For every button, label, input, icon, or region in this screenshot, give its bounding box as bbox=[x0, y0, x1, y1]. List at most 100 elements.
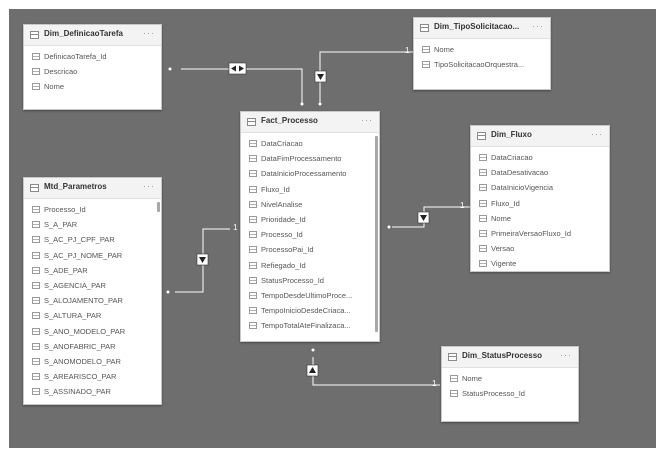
field-row[interactable]: Nome bbox=[442, 371, 578, 386]
field-row[interactable]: StatusProcesso_Id bbox=[241, 273, 379, 288]
table-title: Dim_StatusProcesso bbox=[462, 351, 543, 360]
table-title: Dim_Fluxo bbox=[491, 130, 532, 139]
scrollbar[interactable] bbox=[375, 136, 378, 332]
field-name: StatusProcesso_Id bbox=[261, 275, 324, 285]
field-row[interactable]: S_ADE_PAR bbox=[24, 263, 161, 278]
field-icon bbox=[450, 390, 458, 398]
crossfilter-down-icon-fluxo bbox=[417, 211, 430, 224]
field-name: PrimeiraVersaoFluxo_Id bbox=[491, 228, 572, 238]
field-row[interactable]: DataInicioProcessamento bbox=[241, 166, 379, 181]
table-card-mtd-parametros[interactable]: Mtd_Parametros ··· Processo_Id S_A_PAR S… bbox=[23, 177, 162, 405]
field-icon bbox=[249, 200, 257, 208]
table-card-dim-status-processo[interactable]: Dim_StatusProcesso ··· Nome StatusProces… bbox=[441, 346, 579, 422]
field-row[interactable]: Refiegado_Id bbox=[241, 258, 379, 273]
relationship-line-definicao-tarefa bbox=[181, 68, 303, 104]
field-row[interactable]: S_AGENCIA_PAR bbox=[24, 278, 161, 293]
field-name: TempoDesdeUltimoProce... bbox=[261, 290, 353, 300]
table-header[interactable]: Dim_DefinicaoTarefa ··· bbox=[24, 25, 161, 46]
field-row[interactable]: Descricao bbox=[24, 64, 161, 79]
field-icon bbox=[249, 185, 257, 193]
field-icon bbox=[32, 251, 40, 259]
field-name: DataInicioProcessamento bbox=[261, 169, 347, 179]
field-row[interactable]: DataCriacao bbox=[471, 150, 609, 165]
table-title: Fact_Processo bbox=[261, 116, 318, 125]
field-name: S_ASSINADO_PAR bbox=[44, 387, 111, 397]
field-icon bbox=[32, 221, 40, 229]
field-name: S_AREARISCO_PAR bbox=[44, 372, 117, 382]
cardinality-one-status: 1 bbox=[432, 379, 437, 388]
field-icon bbox=[32, 266, 40, 274]
field-row[interactable]: Fluxo_Id bbox=[241, 182, 379, 197]
table-icon bbox=[477, 132, 486, 140]
more-options-icon[interactable]: ··· bbox=[143, 181, 155, 191]
field-row[interactable]: TempoTotalAteFinalizaca... bbox=[241, 318, 379, 333]
cardinality-one-mtd: 1 bbox=[233, 223, 238, 232]
field-row[interactable]: TipoSolicitacaoOrquestra... bbox=[414, 57, 550, 72]
field-row[interactable]: S_A_PAR bbox=[24, 217, 161, 232]
field-row[interactable]: S_AC_PJ_NOME_PAR bbox=[24, 248, 161, 263]
table-card-fact-processo[interactable]: Fact_Processo ··· DataCriacao DataFimPro… bbox=[240, 111, 380, 342]
table-header[interactable]: Dim_Fluxo ··· bbox=[471, 126, 609, 147]
field-row[interactable]: DataDesativacao bbox=[471, 165, 609, 180]
field-row[interactable]: TempoDesdeUltimoProce... bbox=[241, 288, 379, 303]
field-row[interactable]: ProcessoPai_Id bbox=[241, 242, 379, 257]
field-row[interactable]: S_ANOMODELO_PAR bbox=[24, 354, 161, 369]
table-header[interactable]: Fact_Processo ··· bbox=[241, 112, 379, 133]
field-row[interactable]: S_AREARISCO_PAR bbox=[24, 369, 161, 384]
field-row[interactable]: DefinicaoTarefa_Id bbox=[24, 49, 161, 64]
field-icon bbox=[479, 199, 487, 207]
field-name: Prioridade_Id bbox=[261, 214, 306, 224]
more-options-icon[interactable]: ··· bbox=[361, 115, 373, 125]
field-row[interactable]: Fluxo_Id bbox=[471, 196, 609, 211]
table-title: Dim_TipoSolicitacao... bbox=[434, 22, 520, 31]
more-options-icon[interactable]: ··· bbox=[560, 350, 572, 360]
field-row[interactable]: DataFimProcessamento bbox=[241, 151, 379, 166]
field-name: StatusProcesso_Id bbox=[462, 389, 525, 399]
field-row[interactable]: Vigente bbox=[471, 256, 609, 271]
field-icon bbox=[32, 206, 40, 213]
more-options-icon[interactable]: ··· bbox=[591, 129, 603, 139]
field-row[interactable]: S_ANOFABRIC_PAR bbox=[24, 339, 161, 354]
field-row[interactable]: S_ALTURA_PAR bbox=[24, 308, 161, 323]
table-card-dim-fluxo[interactable]: Dim_Fluxo ··· DataCriacao DataDesativaca… bbox=[470, 125, 610, 272]
more-options-icon[interactable]: ··· bbox=[532, 21, 544, 31]
field-name: Processo_Id bbox=[261, 230, 303, 240]
field-name: Refiegado_Id bbox=[261, 260, 306, 270]
table-header[interactable]: Mtd_Parametros ··· bbox=[24, 178, 161, 199]
field-row[interactable]: TempoInicioDesdeCriaca... bbox=[241, 303, 379, 318]
field-row[interactable]: DataCriacao bbox=[241, 136, 379, 151]
field-icon bbox=[32, 83, 40, 91]
field-row[interactable]: S_ASSINADO_PAR bbox=[24, 384, 161, 399]
field-row[interactable]: StatusProcesso_Id bbox=[442, 386, 578, 401]
table-card-dim-tipo-solicitacao[interactable]: Dim_TipoSolicitacao... ··· Nome TipoSoli… bbox=[413, 17, 551, 90]
field-row[interactable]: NivelAnalise bbox=[241, 197, 379, 212]
table-header[interactable]: Dim_StatusProcesso ··· bbox=[442, 347, 578, 368]
table-card-dim-definicao-tarefa[interactable]: Dim_DefinicaoTarefa ··· DefinicaoTarefa_… bbox=[23, 24, 162, 110]
field-row[interactable]: S_ALOJAMENTO_PAR bbox=[24, 293, 161, 308]
field-name: Vigente bbox=[491, 259, 517, 269]
table-title: Dim_DefinicaoTarefa bbox=[44, 29, 123, 38]
field-name: DataCriacao bbox=[491, 153, 533, 162]
field-row[interactable]: Nome bbox=[471, 211, 609, 226]
more-options-icon[interactable]: ··· bbox=[143, 28, 155, 38]
field-row[interactable]: DataInicioVigencia bbox=[471, 180, 609, 195]
field-name: Nome bbox=[491, 213, 512, 223]
field-row[interactable]: Processo_Id bbox=[241, 227, 379, 242]
field-row[interactable]: S_AC_PJ_CPF_PAR bbox=[24, 232, 161, 247]
field-row[interactable]: Processo_Id bbox=[24, 202, 161, 217]
scrollbar[interactable] bbox=[157, 202, 160, 212]
field-name: Versao bbox=[491, 244, 515, 254]
field-row[interactable]: Nome bbox=[414, 42, 550, 57]
field-name: Descricao bbox=[44, 67, 78, 77]
field-name: TempoInicioDesdeCriaca... bbox=[261, 306, 351, 316]
field-row[interactable]: Prioridade_Id bbox=[241, 212, 379, 227]
field-icon bbox=[479, 184, 487, 192]
relationship-line-status-processo bbox=[312, 357, 440, 386]
field-icon bbox=[422, 46, 430, 53]
field-row[interactable]: PrimeiraVersaoFluxo_Id bbox=[471, 226, 609, 241]
field-row[interactable]: Versao bbox=[471, 241, 609, 256]
field-row[interactable]: S_ANO_MODELO_PAR bbox=[24, 324, 161, 339]
table-header[interactable]: Dim_TipoSolicitacao... ··· bbox=[414, 18, 550, 39]
field-row[interactable]: Nome bbox=[24, 79, 161, 94]
field-name: DataCriacao bbox=[261, 139, 303, 148]
